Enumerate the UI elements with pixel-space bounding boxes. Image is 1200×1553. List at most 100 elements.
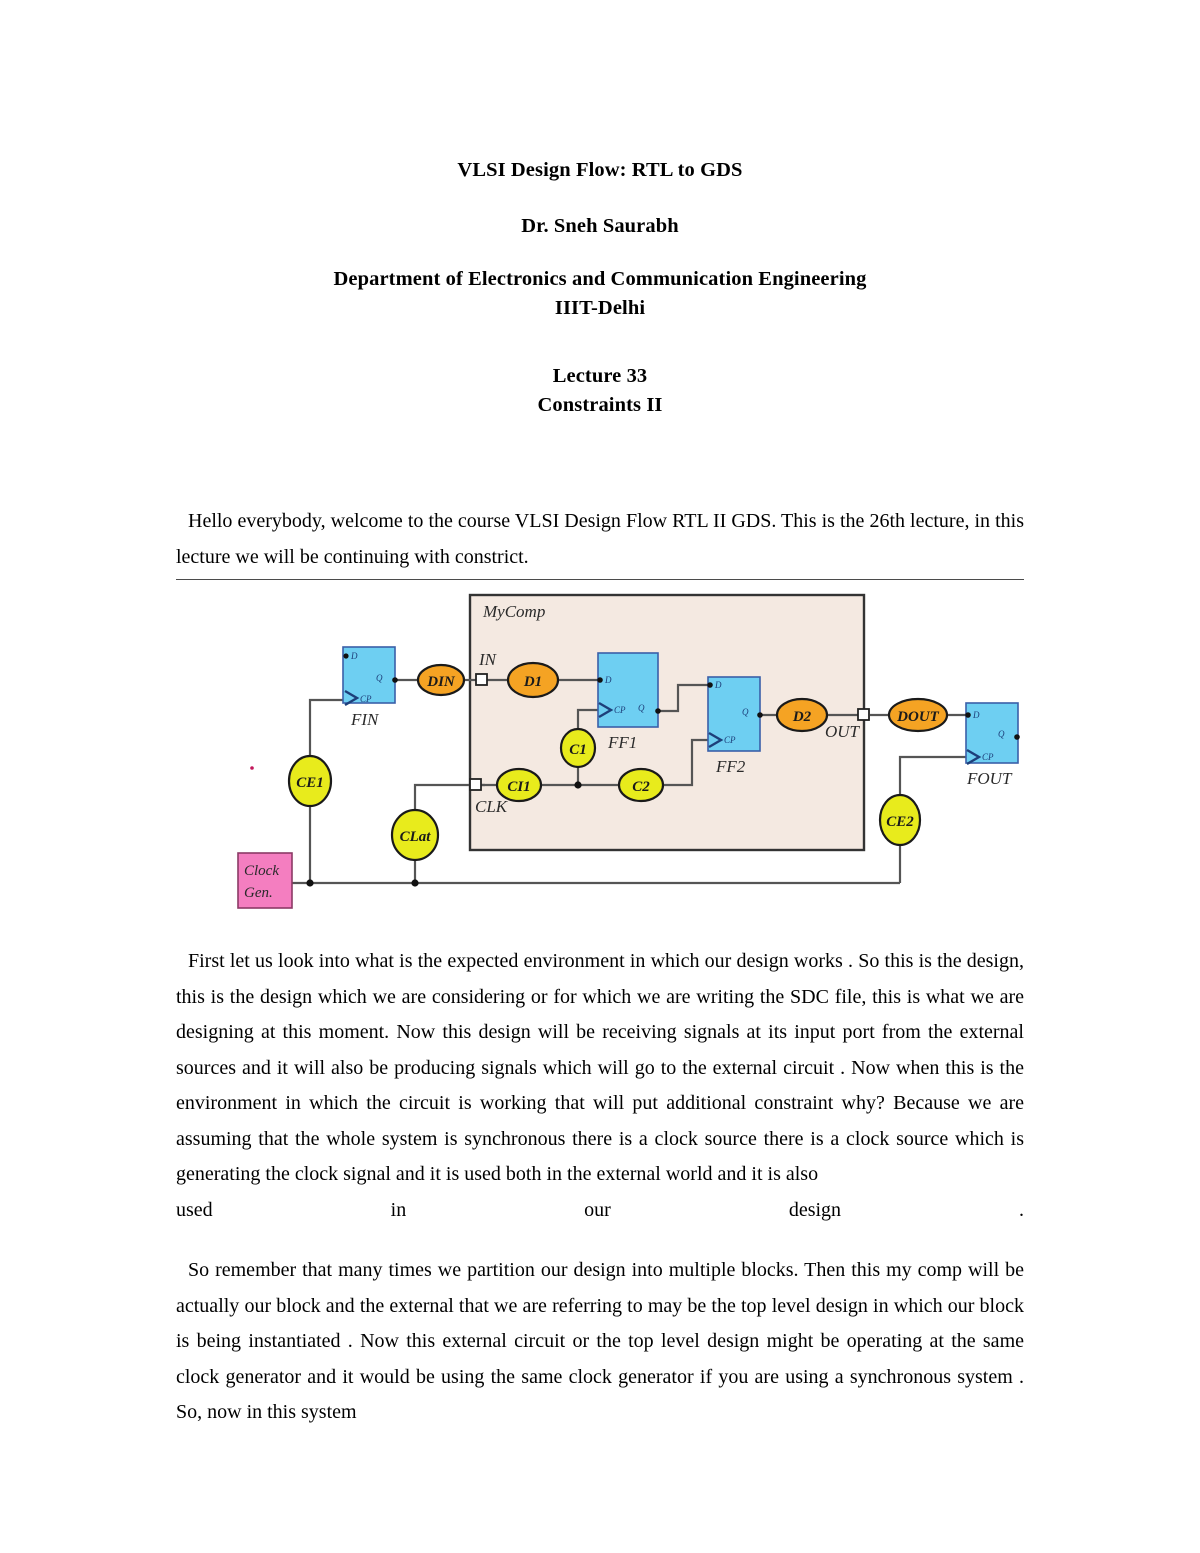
net-ci1: CI1 xyxy=(495,767,543,803)
net-dout-ellipse xyxy=(887,697,949,733)
flipflop-fin-d-label: D xyxy=(350,651,358,661)
flipflop-fin-clock-triangle xyxy=(344,689,360,707)
net-clat-ellipse xyxy=(390,808,440,862)
net-dout-label: DOUT xyxy=(896,709,939,725)
department-name: Department of Electronics and Communicat… xyxy=(333,268,867,290)
lecture-number: Lecture 33 xyxy=(552,365,648,387)
net-ce2-label: CE2 xyxy=(886,814,914,830)
net-d2-label: D2 xyxy=(792,709,812,725)
net-ce1-label: CE1 xyxy=(296,775,324,791)
stray-dot-artifact xyxy=(250,766,254,770)
clock-generator-label-line2: Gen. xyxy=(244,885,273,901)
net-ce1-ellipse xyxy=(287,754,333,808)
flipflop-fout-name: FOUT xyxy=(966,769,1013,788)
flipflop-fout-cp-label: CP xyxy=(982,752,994,762)
flipflop-ff1: D Q CP FF1 xyxy=(597,652,661,752)
net-ci1-label: CI1 xyxy=(507,779,530,795)
last-line-word-1: used xyxy=(176,1198,213,1221)
net-d2-ellipse xyxy=(775,697,829,733)
junction-dot-ce1 xyxy=(306,879,314,887)
flipflop-ff2-d-label: D xyxy=(714,680,722,690)
flipflop-fin-d-pin xyxy=(343,653,349,659)
net-ce1: CE1 xyxy=(287,754,333,808)
author-name: Dr. Sneh Saurabh xyxy=(521,214,679,237)
figure-top-divider xyxy=(176,579,1024,580)
flipflop-ff2-q-label: Q xyxy=(742,707,749,717)
flipflop-ff1-box xyxy=(597,652,659,728)
paragraph-partition-text: So remember that many times we partition… xyxy=(176,1259,1024,1423)
last-line-word-4: design xyxy=(788,1198,842,1221)
paragraph-environment: First let us look into what is the expec… xyxy=(176,944,1024,1228)
wire-c2-to-ff2cp xyxy=(662,738,708,787)
net-din-ellipse xyxy=(416,663,466,697)
flipflop-ff1-cp-label: CP xyxy=(614,705,626,715)
paragraph-environment-last-line: used in our design . xyxy=(176,1193,1024,1229)
flipflop-fout-d-pin xyxy=(965,712,971,718)
flipflop-fin-name: FIN xyxy=(350,710,380,729)
net-ci1-ellipse xyxy=(495,767,543,803)
clock-generator-box xyxy=(237,852,293,909)
flipflop-fout: D Q CP FOUT xyxy=(965,702,1020,788)
flipflop-ff1-q-label: Q xyxy=(638,703,645,713)
port-in-square xyxy=(475,673,488,686)
flipflop-ff1-name: FF1 xyxy=(607,733,637,752)
flipflop-ff2-d-pin xyxy=(707,682,713,688)
last-line-word-2: in xyxy=(390,1198,407,1221)
paragraph-intro-text: Hello everybody, welcome to the course V… xyxy=(176,510,1024,568)
net-ce2: CE2 xyxy=(878,793,922,847)
flipflop-ff1-clock-triangle xyxy=(598,701,614,719)
paragraph-environment-text: First let us look into what is the expec… xyxy=(176,950,1024,1185)
junction-dot-clock-node xyxy=(574,781,582,789)
flipflop-fout-q-pin xyxy=(1014,734,1020,740)
net-din-label: DIN xyxy=(426,674,456,690)
net-din: DIN xyxy=(416,663,466,697)
flipflop-ff1-d-label: D xyxy=(604,675,612,685)
net-clat: CLat xyxy=(390,808,440,862)
title-block: VLSI Design Flow: RTL to GDS Dr. Sneh Sa… xyxy=(176,160,1024,415)
net-c1-label: C1 xyxy=(569,742,587,758)
wire-clat-to-clk xyxy=(413,783,485,790)
port-clk-square xyxy=(469,778,482,791)
net-clat-label: CLat xyxy=(400,829,432,845)
junction-dot-clat xyxy=(411,879,419,887)
flipflop-ff2-q-pin xyxy=(757,712,763,718)
net-d1-label: D1 xyxy=(523,674,542,690)
port-in-label: IN xyxy=(478,650,498,669)
flipflop-fin-q-label: Q xyxy=(376,673,383,683)
net-d1-ellipse xyxy=(506,661,560,699)
wire-ce2-to-foutcp xyxy=(898,755,966,805)
net-c2: C2 xyxy=(617,767,665,803)
lecture-topic: Constraints II xyxy=(537,393,663,416)
flipflop-fout-box xyxy=(965,702,1019,764)
net-c1: C1 xyxy=(559,727,597,769)
mycomp-label: MyComp xyxy=(482,602,545,621)
flipflop-fin-cp-label: CP xyxy=(360,694,372,704)
net-c1-ellipse xyxy=(559,727,597,769)
course-title: VLSI Design Flow: RTL to GDS xyxy=(457,159,743,181)
net-c2-ellipse xyxy=(617,767,665,803)
last-line-word-5: . xyxy=(1019,1198,1024,1221)
flipflop-ff1-d-pin xyxy=(597,677,603,683)
flipflop-fin-q-pin xyxy=(392,677,398,683)
net-dout: DOUT xyxy=(887,697,949,733)
clock-generator-label-line1: Clock xyxy=(244,863,279,879)
net-d2: D2 xyxy=(775,697,829,733)
flipflop-ff2-clock-triangle xyxy=(708,731,724,749)
port-clk-label: CLK xyxy=(475,797,509,816)
flipflop-ff2: D Q CP FF2 xyxy=(707,676,763,776)
port-out-label: OUT xyxy=(825,722,861,741)
circuit-diagram-figure: .wire { stroke:#555555; stroke-width:2.2… xyxy=(230,585,1030,930)
net-d1: D1 xyxy=(506,661,560,699)
last-line-word-3: our xyxy=(584,1198,611,1221)
flipflop-fout-clock-triangle xyxy=(966,748,982,766)
net-ce2-ellipse xyxy=(878,793,922,847)
flipflop-fout-d-label: D xyxy=(972,710,980,720)
port-out-square xyxy=(857,708,870,721)
flipflop-ff2-cp-label: CP xyxy=(724,735,736,745)
flipflop-fout-q-label: Q xyxy=(998,729,1005,739)
wire-ff1q-to-ff2d xyxy=(658,683,708,713)
paragraph-partition: So remember that many times we partition… xyxy=(176,1253,1024,1431)
flipflop-ff2-name: FF2 xyxy=(715,757,746,776)
institute-name: IIIT-Delhi xyxy=(554,296,646,319)
